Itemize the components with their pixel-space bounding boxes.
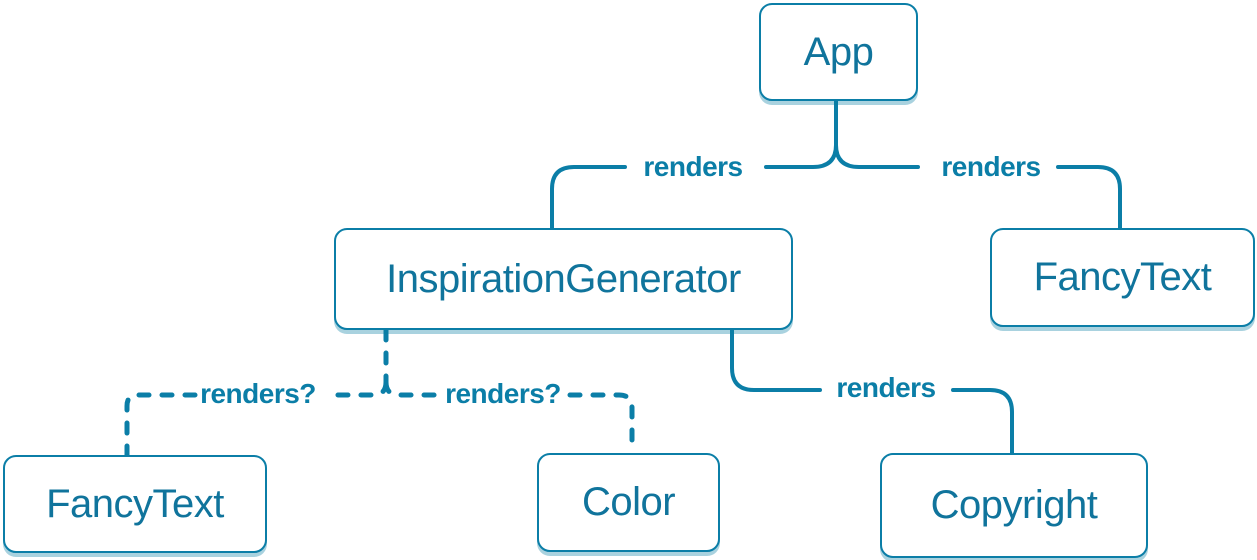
node-color-label: Color <box>581 480 676 524</box>
node-fancy-text-top: FancyText <box>990 228 1255 327</box>
edge-app-inspirationgenerator-line-b <box>550 165 627 230</box>
edge-app-fancytext-line-a <box>834 99 920 169</box>
node-inspiration-generator: InspirationGenerator <box>334 228 793 330</box>
node-fancy-text-bottom-label: FancyText <box>46 481 224 526</box>
edge-inspirationgenerator-fancytext-line-a <box>327 379 389 398</box>
node-app: App <box>759 3 918 101</box>
edge-label-inspirationgenerator-fancytext: renders? <box>200 378 316 409</box>
node-copyright: Copyright <box>880 453 1148 558</box>
edge-app-inspirationgenerator-line-a <box>764 99 838 169</box>
edge-label-inspirationgenerator-copyright: renders <box>836 372 936 403</box>
node-color: Color <box>537 453 720 552</box>
node-copyright-label: Copyright <box>930 483 1098 527</box>
edge-inspirationgenerator-copyright-line-b <box>951 388 1014 455</box>
edge-label-app-inspirationgenerator: renders <box>643 151 743 182</box>
edge-label-app-fancytext: renders <box>941 151 1041 182</box>
node-inspiration-generator-label: InspirationGenerator <box>386 256 741 301</box>
node-fancy-text-top-label: FancyText <box>1033 255 1212 299</box>
node-app-label: App <box>803 29 874 74</box>
edge-inspirationgenerator-color-line-b <box>567 392 635 456</box>
edge-label-inspirationgenerator-color: renders? <box>445 378 561 409</box>
edge-inspirationgenerator-copyright-line-a <box>730 328 822 392</box>
edge-inspirationgenerator-color-line-a <box>383 379 440 398</box>
edge-inspirationgenerator-fancytext-line-b <box>124 392 198 458</box>
node-fancy-text-bottom: FancyText <box>3 455 267 553</box>
edge-app-fancytext-line-b <box>1056 165 1122 230</box>
